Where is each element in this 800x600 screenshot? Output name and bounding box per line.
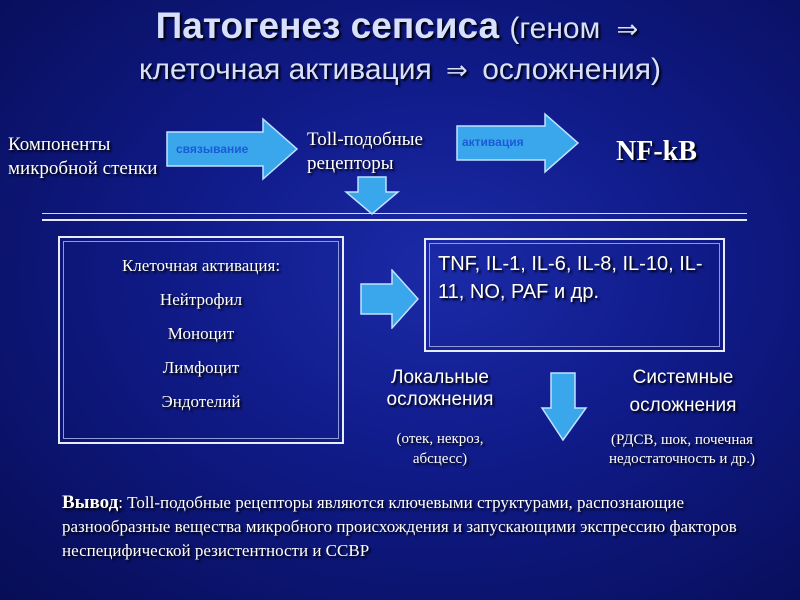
binding-arrow-icon [166,117,299,181]
microbial-components-label: Компоненты микробной стенки [8,133,157,181]
receptor-line1: Toll-подобные [307,129,423,150]
conclusion-text: : Toll-подобные рецепторы являются ключе… [62,493,737,560]
local-title-line1: Локальные [390,367,490,388]
down-arrow-icon [540,372,588,442]
systemic-sub-line2: недостаточность и др.) [608,451,756,467]
title-cell-activation: клеточная активация [139,53,432,86]
divider-line [42,219,747,221]
local-complications-title: Локальные осложнения [360,367,520,411]
title-paren-start: (геном [509,12,601,45]
conclusion-paragraph: Вывод: Toll-подобные рецепторы являются … [62,491,782,563]
local-sub-line2: абсцесс) [412,451,468,467]
implies-arrow-icon: ⇒ [446,56,468,86]
receptor-line2: рецепторы [307,153,394,174]
slide-title-line1: Патогенез сепсиса (геном ⇒ [0,6,800,50]
binding-arrow-label: связывание [176,142,249,156]
conclusion-label: Вывод [62,492,119,513]
cell-item: Лимфоцит [162,358,240,377]
cell-item: Моноцит [167,324,235,343]
cell-activation-list: Клеточная активация: Нейтрофил Моноцит Л… [58,249,344,419]
right-arrow-icon [360,269,420,329]
mediators-box [424,238,725,352]
slide-title-line2: клеточная активация ⇒ осложнения) [0,52,800,89]
local-title-line2: осложнения [386,389,494,410]
systemic-complications-title: Системные осложнения [598,364,768,420]
cell-activation-box [58,236,344,444]
systemic-title-line2: осложнения [629,395,737,416]
cell-item: Нейтрофил [159,290,243,309]
systemic-complications-examples: (РДСВ, шок, почечная недостаточность и д… [576,431,788,469]
toll-receptors-label: Toll-подобные рецепторы [307,128,423,176]
activation-arrow-icon [456,112,580,174]
title-complications: осложнения) [482,53,661,86]
down-arrow-icon [344,176,400,215]
systemic-sub-line1: (РДСВ, шок, почечная [611,432,753,448]
component-line2: микробной стенки [8,158,158,179]
cell-item: Эндотелий [161,392,241,411]
local-sub-line1: (отек, некроз, [396,431,484,447]
title-main: Патогенез сепсиса [155,5,500,46]
mediators-text: TNF, IL-1, IL-6, IL-8, IL-10, IL-11, NO,… [438,253,703,303]
systemic-title-line1: Системные [632,367,734,388]
component-line1: Компоненты [8,134,111,155]
cell-activation-heading: Клеточная активация: [121,256,281,275]
activation-arrow-label: активация [462,135,524,149]
divider-line [42,213,747,214]
nf-kb-label: NF-kB [616,136,697,167]
implies-arrow-icon: ⇒ [616,15,639,45]
local-complications-examples: (отек, некроз, абсцесс) [360,429,520,469]
